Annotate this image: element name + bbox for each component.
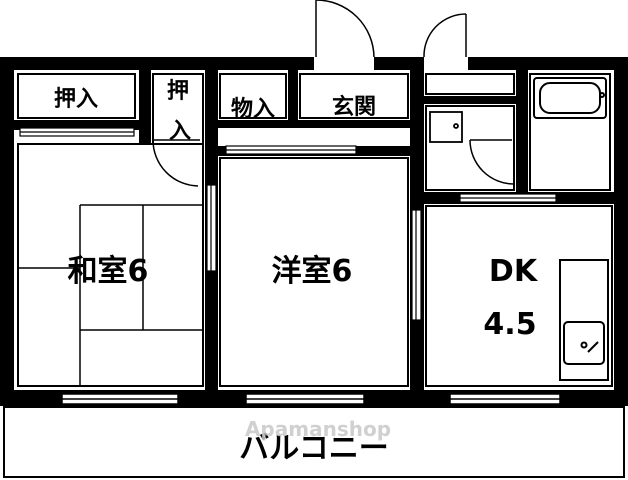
room-washitsu <box>17 143 204 387</box>
kitchen-counter <box>559 259 609 381</box>
tatami-lines <box>18 204 203 386</box>
label-youshitsu: 洋室6 <box>272 254 353 289</box>
label-oshiire-2-bottom: 入 <box>169 119 191 144</box>
room-genkan <box>299 73 409 119</box>
windows <box>61 393 561 405</box>
label-oshiire-1: 押入 <box>54 86 98 112</box>
label-balcony: バルコニー <box>239 431 388 466</box>
room-oshiire-2 <box>152 73 204 151</box>
label-dk: DK <box>489 254 539 289</box>
room-oshiire-1 <box>17 73 136 119</box>
balcony-area <box>3 406 625 478</box>
label-oshiire-2-top: 押 <box>167 78 189 104</box>
room-monoire <box>219 73 287 119</box>
door-swings <box>152 0 515 187</box>
bathtub <box>533 77 607 119</box>
room-youshitsu <box>219 157 409 387</box>
label-genkan: 玄関 <box>332 94 376 120</box>
label-washitsu: 和室6 <box>68 254 149 289</box>
toilet-fixture <box>429 111 463 143</box>
room-hall <box>425 73 515 95</box>
label-monoire: 物入 <box>231 96 275 122</box>
watermark-logo: Apamanshop <box>245 417 391 441</box>
label-dk-size: 4.5 <box>483 307 536 342</box>
sliding-doors <box>19 127 557 321</box>
